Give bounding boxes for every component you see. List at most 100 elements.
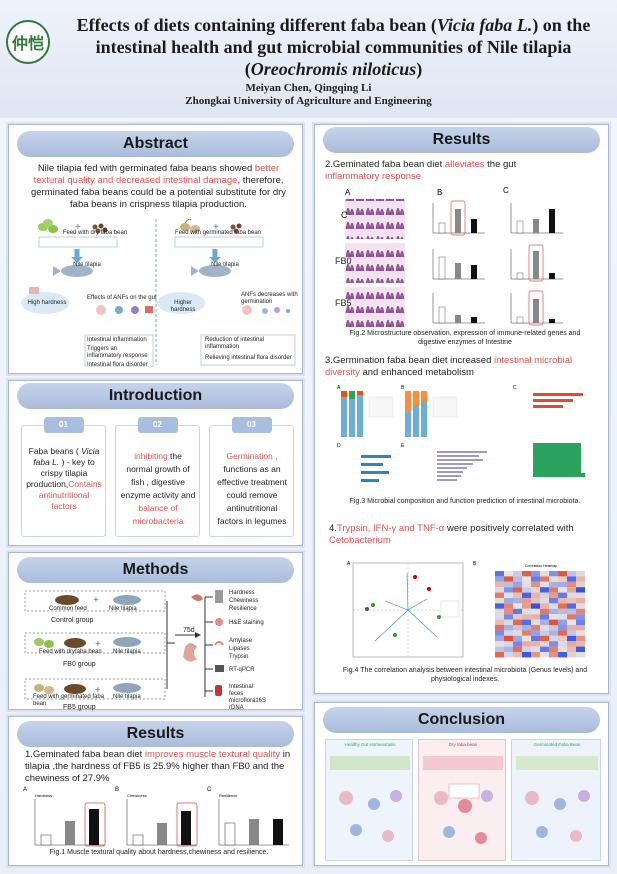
heatmap-cell: [567, 581, 576, 588]
heatmap-cell: [558, 641, 567, 647]
r4-a: 4.: [329, 523, 337, 534]
heatmap-cell: [567, 614, 576, 620]
pcr-icon: [215, 665, 224, 672]
heatmap-cell: [522, 598, 531, 604]
heatmap-cell: [531, 630, 540, 636]
anf-effects-label: Effects of ANFs on the gut: [87, 295, 157, 301]
output-rdna: rDNA: [229, 705, 244, 711]
tilapia-icon-1: [53, 265, 93, 277]
heatmap-cell: [513, 598, 522, 604]
pellets-icon-1: [92, 223, 108, 234]
gut-icon-2: [242, 305, 290, 315]
intro-card-3: 03 Germination , functions as an effecti…: [209, 417, 294, 537]
heatmap-cell: [558, 603, 567, 609]
feed-pile-2: [64, 638, 86, 648]
enzyme-icon: [214, 641, 224, 646]
heatmap-cell: [495, 598, 504, 604]
dry-bean-icon: [38, 219, 58, 233]
rl-t3: in tilapia ,the hardness of FB5 is 25.9%…: [25, 749, 291, 784]
fig1-a-label: A: [23, 787, 27, 793]
output-trypsin: Trypsin: [229, 654, 249, 660]
heatmap-cell: [576, 630, 585, 636]
heatmap-cell: [495, 581, 504, 588]
heatmap-cell: [495, 625, 504, 631]
heatmap-cell: [576, 587, 585, 593]
conclusion-healthy-art: [330, 756, 410, 842]
methods-diagram: + + +: [24, 590, 224, 700]
heatmap-cell: [531, 652, 540, 658]
heatmap-cell: [549, 576, 558, 582]
results-right-heading: Results: [323, 127, 600, 153]
conclusion-col-2-title: Dry faba bean: [448, 742, 478, 747]
tilapia-label-2: Nile tilapia: [113, 649, 141, 655]
fig1-chart-b: B Chewiness: [115, 787, 198, 847]
fig3-figure: A B C D: [337, 385, 585, 482]
heatmap-cell: [549, 608, 558, 615]
heatmap-cell: [558, 576, 567, 582]
heatmap-cell: [531, 646, 540, 652]
heatmap-cell: [540, 635, 549, 642]
texture-analyzer-icon: [215, 590, 223, 603]
heatmap-cell: [531, 603, 540, 609]
fig2-bars-row2: [432, 244, 563, 282]
heatmap-cell: [549, 619, 558, 625]
output-lipases: Lipases: [229, 646, 250, 652]
dry-beans: [34, 638, 54, 648]
heatmap-cell: [504, 625, 513, 631]
heatmap-cell: [540, 646, 549, 652]
heatmap-cell: [495, 608, 504, 615]
heatmap-cell: [504, 603, 513, 609]
svg-text:E: E: [401, 443, 405, 449]
heatmap-cell: [522, 603, 531, 609]
tilapia-label-1: Nile tilapia: [109, 606, 137, 612]
histology-fb0: [345, 243, 405, 283]
heatmap-cell: [495, 571, 504, 577]
heatmap-cell: [504, 571, 513, 577]
heatmap-cell: [549, 598, 558, 604]
r2-d: inflammatory response: [325, 171, 422, 182]
texture-outputs: Hardness Chewiness Resilience: [229, 589, 299, 613]
heatmap-cell: [549, 581, 558, 588]
fig1-chart-a: A Hardness: [23, 787, 106, 847]
fig2-col-b: B: [437, 188, 442, 197]
fig2-col-c: C: [503, 187, 509, 195]
heatmap-cell: [576, 614, 585, 620]
svg-text:B: B: [401, 385, 405, 391]
title-part-1: Effects of diets containing different fa…: [76, 15, 437, 35]
conclusion-panel: Conclusion Healthy Gut Homeostasis Dry f…: [314, 702, 609, 866]
card1-b: Vicia faba L.: [33, 446, 100, 467]
heatmap-cell: [504, 646, 513, 652]
result2-heading: 2.Geminated faba bean diet alleviates th…: [325, 159, 555, 183]
abstract-t2: better textural quality and decreased in…: [33, 163, 280, 186]
heatmap-cell: [558, 619, 567, 625]
heatmap-cell: [504, 592, 513, 598]
heatmap-cell: [549, 592, 558, 598]
heatmap-cell: [576, 603, 585, 609]
logo-lettering: 仲恺: [11, 34, 44, 53]
fig4-b-heatmap: [495, 571, 585, 658]
heatmap-cell: [504, 608, 513, 615]
heatmap-cell: [540, 630, 549, 636]
output-microflora: microflora16S: [229, 698, 267, 704]
svg-text:C: C: [513, 385, 517, 391]
effect-1: Intestinal inflammation: [87, 337, 147, 343]
r2-b: alleviates: [444, 159, 485, 170]
heatmap-cell: [576, 598, 585, 604]
heatmap-cell: [531, 592, 540, 598]
benefit-2: Relieving intestinal flora disorder: [205, 355, 292, 361]
heatmap-cell: [522, 614, 531, 620]
fig4-figure: A B Correlation Heatmap: [347, 561, 585, 658]
heatmap-cell: [513, 652, 522, 658]
heatmap-cell: [531, 581, 540, 588]
r4-d: Cetobacterium: [329, 535, 391, 546]
heatmap-cell: [522, 652, 531, 658]
abstract-text: Nile tilapia fed with germinated faba be…: [21, 163, 296, 211]
heatmap-cell: [495, 646, 504, 652]
poster-title: Effects of diets containing different fa…: [56, 14, 611, 80]
conclusion-healthy: Healthy Gut Homeostasis: [325, 739, 413, 861]
fish-3: [113, 683, 141, 693]
heatmap-cell: [549, 646, 558, 652]
heatmap-cell: [549, 652, 558, 658]
heatmap-cell: [513, 630, 522, 636]
microflora-outputs: Intestinal feces microflora16S rDNA: [229, 684, 299, 712]
